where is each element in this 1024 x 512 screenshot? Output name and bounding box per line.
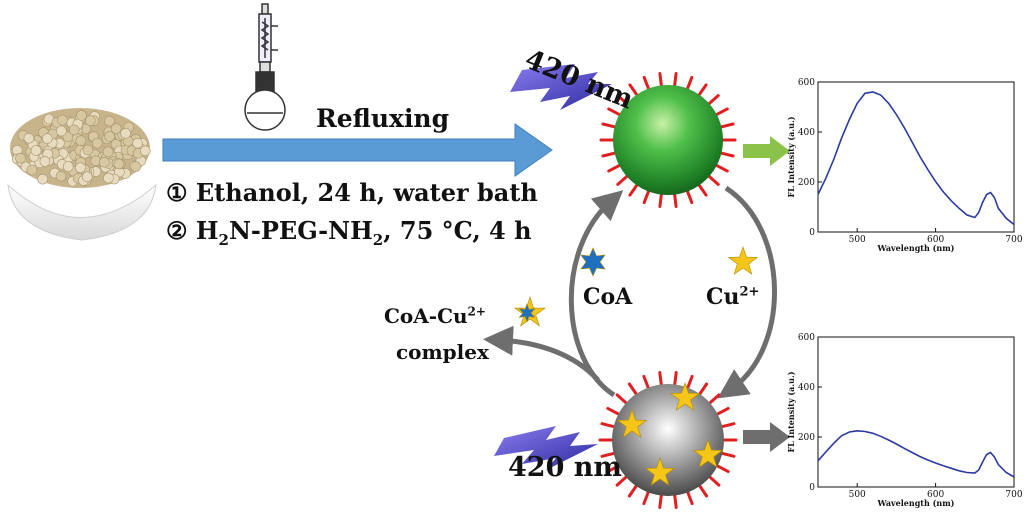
gray-emission-arrow bbox=[743, 422, 790, 452]
coa-star-icon bbox=[580, 247, 606, 277]
y-axis-label: FL Intensity (a.u.) bbox=[786, 371, 796, 452]
complex-star-icon bbox=[513, 296, 547, 327]
complex-release-arrow bbox=[483, 325, 600, 382]
cu-star-icon bbox=[644, 457, 676, 486]
y-tick-label: 400 bbox=[798, 128, 815, 138]
cu-label: Cu2+ bbox=[706, 284, 760, 310]
excitation-label-bottom: 420 nm bbox=[508, 452, 622, 483]
reaction-arrow bbox=[162, 123, 553, 177]
surface-ligands-bottom bbox=[598, 371, 738, 509]
y-tick-label: 200 bbox=[798, 178, 815, 188]
x-axis-label: Wavelength (nm) bbox=[877, 498, 955, 508]
quenched-carbon-dot bbox=[612, 384, 724, 496]
seed-bowl-image bbox=[7, 108, 157, 241]
bound-cu-stars bbox=[616, 382, 724, 486]
cu-star-icon bbox=[727, 246, 759, 275]
cu-star-icon bbox=[616, 409, 648, 438]
x-tick-label: 500 bbox=[849, 490, 866, 500]
complex-label-line1: CoA-Cu2+ bbox=[384, 304, 486, 328]
complex-label-line2: complex bbox=[396, 340, 489, 364]
step-two-label: ② H2N-PEG-NH2, 75 °C, 4 h bbox=[166, 216, 532, 249]
y-axis-label: FL Intensity (a.u.) bbox=[786, 116, 796, 197]
x-tick-label: 700 bbox=[1005, 490, 1022, 500]
y-tick-label: 0 bbox=[809, 483, 815, 493]
cu-star-icon bbox=[692, 439, 724, 468]
y-tick-label: 600 bbox=[798, 333, 815, 343]
green-emission-arrow bbox=[743, 136, 790, 166]
coa-label: CoA bbox=[583, 284, 633, 310]
spectrum-series-line bbox=[817, 429, 1015, 478]
y-tick-label: 200 bbox=[798, 433, 815, 443]
refluxing-label: Refluxing bbox=[316, 104, 450, 133]
y-tick-label: 600 bbox=[798, 78, 815, 88]
surface-ligands-top bbox=[599, 72, 737, 208]
x-tick-label: 600 bbox=[927, 490, 944, 500]
reflux-apparatus-icon bbox=[244, 3, 286, 131]
cu-star-icon bbox=[669, 382, 701, 411]
x-tick-label: 600 bbox=[927, 235, 944, 245]
cu-cycle-arrow bbox=[717, 185, 777, 399]
lightning-bolt-bottom-icon bbox=[494, 426, 598, 470]
lightning-bolt-top-icon bbox=[510, 64, 612, 110]
y-tick-label: 400 bbox=[798, 383, 815, 393]
spectrum-series-line bbox=[817, 91, 1015, 226]
x-tick-label: 500 bbox=[849, 235, 866, 245]
green-carbon-dot bbox=[613, 85, 723, 195]
y-tick-label: 0 bbox=[809, 228, 815, 238]
x-tick-label: 700 bbox=[1005, 235, 1022, 245]
x-axis-label: Wavelength (nm) bbox=[877, 243, 955, 253]
step-one-label: ① Ethanol, 24 h, water bath bbox=[166, 178, 538, 207]
